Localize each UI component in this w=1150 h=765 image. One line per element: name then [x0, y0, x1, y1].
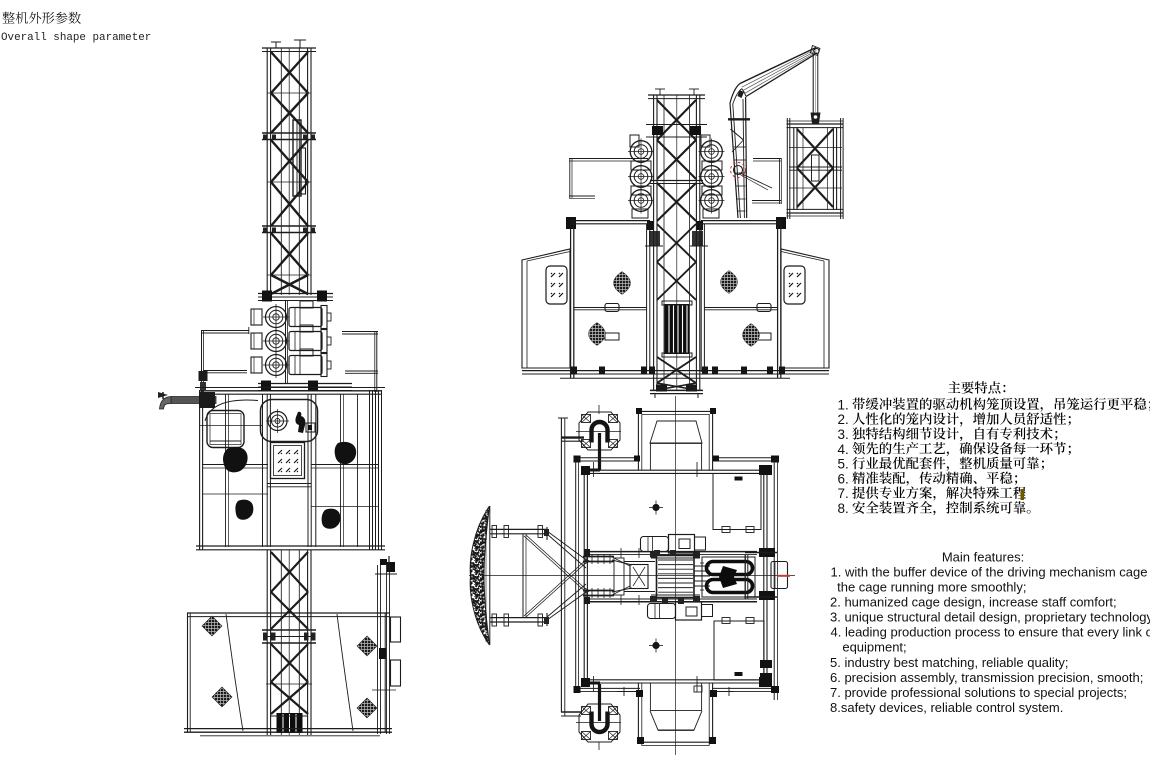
svg-text:2. humanized cage design, incr: 2. humanized cage design, increase staff…	[830, 595, 1117, 610]
svg-text:7.: 7.	[838, 486, 849, 501]
svg-text:3.: 3.	[838, 427, 849, 442]
svg-text:8.safety devices, reliable con: 8.safety devices, reliable control syste…	[830, 700, 1063, 715]
svg-text:Main features:: Main features:	[942, 550, 1024, 565]
svg-text:1.: 1.	[838, 397, 849, 412]
svg-text:8.: 8.	[838, 501, 849, 516]
svg-text:Overall shape parameter: Overall shape parameter	[1, 32, 151, 44]
svg-text:4. leading production process: 4. leading production process to ensure …	[831, 625, 1150, 640]
svg-text:4.: 4.	[838, 442, 849, 457]
svg-text:equipment;: equipment;	[832, 640, 907, 655]
svg-text:5.: 5.	[838, 457, 849, 472]
svg-text:the cage running more smoothly: the cage running more smoothly;	[834, 580, 1027, 595]
svg-text:6. precision assembly, transmi: 6. precision assembly, transmission prec…	[830, 670, 1143, 685]
svg-text:1. with the buffer device of t: 1. with the buffer device of the driving…	[831, 565, 1150, 580]
svg-text:3. unique structural detail de: 3. unique structural detail design, prop…	[830, 610, 1150, 625]
svg-text:7. provide professional soluti: 7. provide professional solutions to spe…	[830, 685, 1127, 700]
svg-text:5. industry best matching, rel: 5. industry best matching, reliable qual…	[830, 655, 1068, 670]
svg-text:6.: 6.	[838, 471, 849, 486]
svg-text:2.: 2.	[838, 412, 849, 427]
